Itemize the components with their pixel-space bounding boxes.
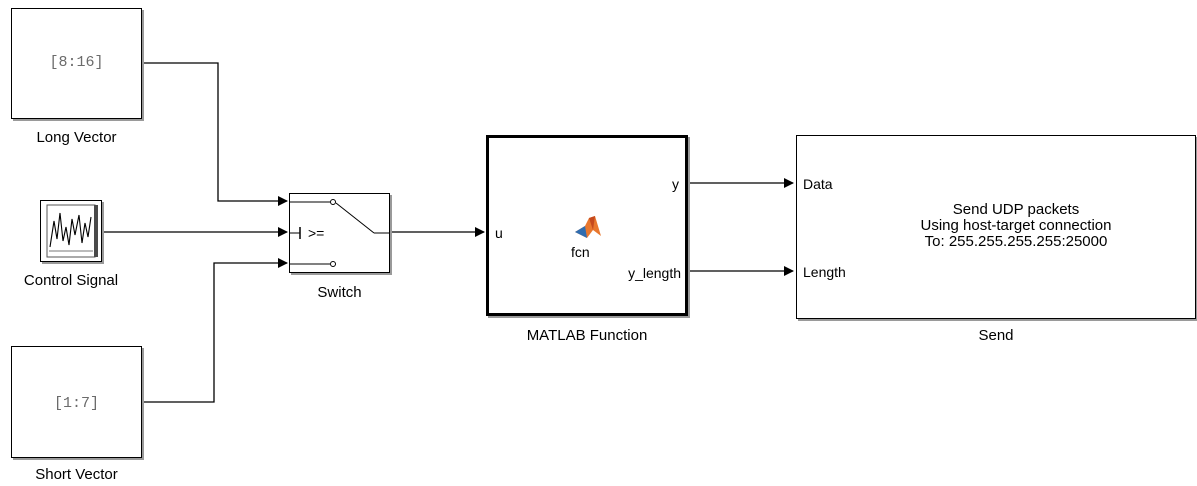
send-description-line-1: Send UDP packets [952,201,1080,218]
send-description-line-3: To: 255.255.255.255:25000 [924,233,1108,250]
send-input-port-data: Data [803,176,833,192]
fcn-name: fcn [571,244,590,260]
control-signal-block[interactable] [40,200,102,262]
matlab-function-block[interactable]: u y y_length fcn [486,135,688,316]
send-description: Send UDP packets Using host-target conne… [837,202,1195,250]
signal-scope-icon [46,204,98,258]
matlab-function-label: MATLAB Function [526,327,648,344]
long-vector-block[interactable]: [8:16] [11,8,142,119]
switch-block[interactable]: >= [289,193,390,273]
send-description-line-2: Using host-target connection [920,217,1112,234]
switch-icon [290,199,389,267]
switch-criteria: >= [308,225,325,241]
matlab-logo-icon [575,216,601,238]
long-vector-value: [8:16] [49,54,104,71]
send-block[interactable]: Data Length Send UDP packets Using host-… [796,135,1196,319]
wire-short-vector-to-switch[interactable] [142,258,288,403]
fcn-input-port-u: u [495,225,503,241]
fcn-output-port-y-length: y_length [628,265,681,281]
send-input-port-length: Length [803,264,846,280]
fcn-output-port-y: y [672,176,679,192]
long-vector-label: Long Vector [36,129,117,146]
short-vector-value: [1:7] [53,395,99,412]
control-signal-label: Control Signal [23,272,119,289]
switch-label: Switch [317,284,362,301]
send-label: Send [978,327,1014,344]
short-vector-label: Short Vector [35,466,118,483]
wire-long-vector-to-switch[interactable] [142,62,288,206]
short-vector-block[interactable]: [1:7] [11,346,142,458]
